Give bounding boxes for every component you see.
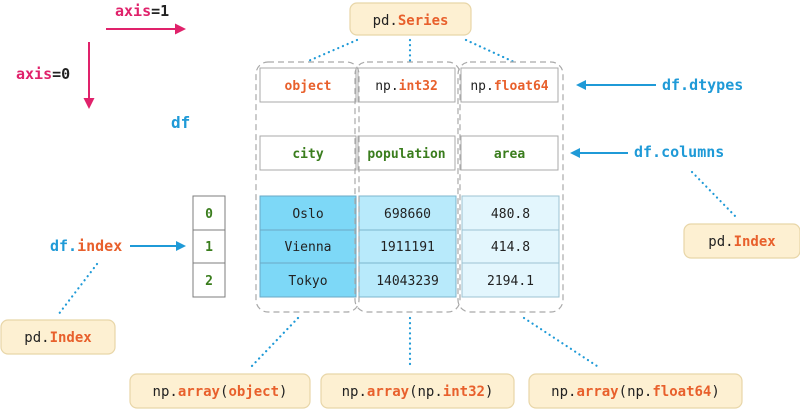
connector-series-col3 bbox=[464, 38, 516, 64]
data-cell bbox=[461, 262, 560, 298]
columns-row: city population area bbox=[259, 135, 559, 171]
index-pill-right bbox=[683, 223, 800, 259]
df-label: df bbox=[171, 113, 190, 132]
data-cells: Oslo Vienna Tokyo 698660 1911191 1404323… bbox=[259, 195, 560, 298]
column-name-area: area bbox=[494, 147, 525, 162]
cell-population-2: 14043239 bbox=[376, 274, 439, 289]
index-label: df.index bbox=[50, 237, 122, 255]
cell-area-0: 480.8 bbox=[491, 207, 530, 222]
cell-population-0: 698660 bbox=[384, 207, 431, 222]
dtypes-row: object np.int32 np.float64 bbox=[259, 67, 559, 103]
dtype-cell-2 bbox=[357, 67, 456, 103]
columns-label: df.columns bbox=[634, 143, 724, 161]
column-cell-3 bbox=[460, 135, 559, 171]
array-pill-int32-text: np.array(np.int32) bbox=[342, 384, 494, 400]
connector-array-object bbox=[248, 316, 300, 370]
cell-city-0: Oslo bbox=[292, 207, 323, 222]
index-cell bbox=[192, 262, 226, 298]
connector-index-pill bbox=[56, 262, 99, 317]
connector-array-float64 bbox=[522, 316, 602, 370]
cell-city-2: Tokyo bbox=[288, 274, 327, 289]
axis0-label: axis=0 bbox=[16, 65, 70, 83]
index-cells: 0 1 2 bbox=[192, 195, 226, 298]
cell-city-1: Vienna bbox=[285, 240, 332, 255]
connector-columns-index-pill bbox=[690, 170, 739, 220]
connector-series-col1 bbox=[304, 38, 359, 64]
index-value-2: 2 bbox=[205, 274, 213, 289]
cell-area-1: 414.8 bbox=[491, 240, 530, 255]
array-pill-float64-text: np.array(np.float64) bbox=[551, 384, 720, 400]
data-cell bbox=[259, 195, 357, 231]
series-outline-population bbox=[354, 61, 461, 313]
axis1-label: axis=1 bbox=[115, 2, 169, 20]
dtype-text-1: object bbox=[285, 79, 332, 94]
dtype-cell-1 bbox=[259, 67, 357, 103]
data-cell bbox=[358, 229, 457, 264]
index-pill-right-text: pd.Index bbox=[708, 234, 776, 250]
index-value-1: 1 bbox=[205, 240, 213, 255]
column-name-city: city bbox=[292, 147, 323, 162]
index-value-0: 0 bbox=[205, 207, 213, 222]
cell-area-2: 2194.1 bbox=[487, 274, 534, 289]
series-pill-text: pd.Series bbox=[373, 13, 449, 29]
data-cell bbox=[461, 195, 560, 231]
index-cell bbox=[192, 195, 226, 231]
cell-population-1: 1911191 bbox=[380, 240, 435, 255]
array-pill-float64 bbox=[528, 373, 743, 409]
data-cell bbox=[259, 262, 357, 298]
array-pill-object-text: np.array(object) bbox=[153, 384, 288, 400]
data-cell bbox=[259, 229, 357, 264]
array-pill-object bbox=[129, 373, 311, 409]
data-cell bbox=[358, 195, 457, 231]
index-pill-left bbox=[0, 319, 116, 355]
index-cell bbox=[192, 229, 226, 264]
series-outline-area bbox=[457, 61, 564, 313]
series-outline-city bbox=[255, 61, 360, 313]
dtype-text-3: np.float64 bbox=[470, 79, 548, 94]
dtype-cell-3 bbox=[460, 67, 559, 103]
array-pill-int32 bbox=[320, 373, 515, 409]
dtypes-label: df.dtypes bbox=[662, 76, 743, 94]
column-cell-2 bbox=[357, 135, 456, 171]
dtype-text-2: np.int32 bbox=[375, 79, 438, 94]
data-cell bbox=[461, 229, 560, 264]
series-pill bbox=[349, 2, 472, 36]
index-pill-left-text: pd.Index bbox=[24, 330, 92, 346]
column-name-population: population bbox=[367, 147, 445, 162]
column-cell-1 bbox=[259, 135, 357, 171]
